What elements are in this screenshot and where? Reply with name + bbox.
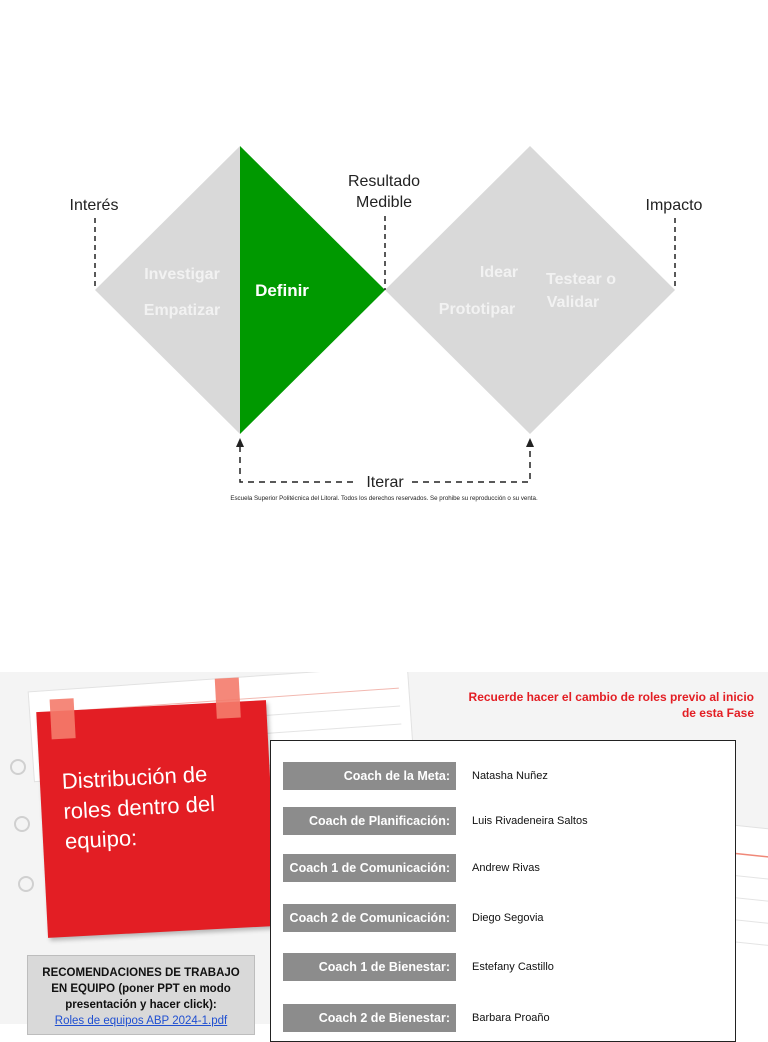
phase-validar: Validar <box>547 294 599 311</box>
roles-table: Coach de la Meta: Natasha Nuñez Coach de… <box>270 740 736 1042</box>
role-name: Andrew Rivas <box>472 862 540 874</box>
label-iterar: Iterar <box>366 474 404 491</box>
iterar-loop-left <box>239 446 358 483</box>
recommendations-line: RECOMENDACIONES DE TRABAJO <box>42 967 240 979</box>
sticky-note-title: Distribución de roles dentro del equipo: <box>61 756 265 856</box>
label-medible: Medible <box>356 194 412 211</box>
role-row: Coach 2 de Bienestar: Barbara Proaño <box>283 1004 723 1032</box>
role-label: Coach 1 de Bienestar: <box>283 953 456 981</box>
role-name: Barbara Proaño <box>472 1012 550 1024</box>
role-label: Coach 2 de Bienestar: <box>283 1004 456 1032</box>
arrow-up-icon <box>526 438 534 447</box>
ring-hole <box>18 876 34 892</box>
copyright-text: Escuela Superior Politécnica del Litoral… <box>230 495 538 502</box>
ring-hole <box>10 759 26 775</box>
recommendations-line: EN EQUIPO (poner PPT en modo <box>51 983 231 995</box>
role-name: Diego Segovia <box>472 912 544 924</box>
label-interes: Interés <box>70 197 119 214</box>
role-row: Coach 1 de Bienestar: Estefany Castillo <box>283 953 723 981</box>
phase-empatizar: Empatizar <box>144 302 220 319</box>
role-row: Coach de Planificación: Luis Rivadeneira… <box>283 807 723 835</box>
tape-left <box>49 698 76 740</box>
role-row: Coach de la Meta: Natasha Nuñez <box>283 762 723 790</box>
role-name: Estefany Castillo <box>472 961 554 973</box>
arrow-up-icon <box>236 438 244 447</box>
double-diamond-diagram: Interés Resultado Medible Impacto Iterar… <box>70 146 703 502</box>
label-resultado: Resultado <box>348 173 420 190</box>
double-diamond-slide: Interés Resultado Medible Impacto Iterar… <box>69 146 703 502</box>
role-label: Coach de Planificación: <box>283 807 456 835</box>
ring-hole <box>14 816 30 832</box>
role-name: Luis Rivadeneira Saltos <box>472 815 588 827</box>
recommendations-line: presentación y hacer click): <box>65 999 217 1011</box>
role-name: Natasha Nuñez <box>472 770 548 782</box>
recommendations-box: RECOMENDACIONES DE TRABAJO EN EQUIPO (po… <box>27 955 255 1035</box>
sticky-note: Distribución de roles dentro del equipo: <box>36 677 278 938</box>
iterar-loop-right <box>412 446 531 483</box>
role-label: Coach 1 de Comunicación: <box>283 854 456 882</box>
tape-right <box>214 677 241 719</box>
role-row: Coach 1 de Comunicación: Andrew Rivas <box>283 854 723 882</box>
phase-testear: Testear o <box>546 271 616 288</box>
recommendations-pdf-link[interactable]: Roles de equipos ABP 2024-1.pdf <box>54 1015 228 1027</box>
role-label: Coach 2 de Comunicación: <box>283 904 456 932</box>
role-label: Coach de la Meta: <box>283 762 456 790</box>
phase-investigar: Investigar <box>144 266 220 283</box>
definir-triangle <box>240 146 385 434</box>
phase-definir: Definir <box>255 281 309 300</box>
label-impacto: Impacto <box>646 197 703 214</box>
phase-prototipar: Prototipar <box>439 301 515 318</box>
second-diamond <box>385 146 675 434</box>
phase-idear: Idear <box>480 264 518 281</box>
role-row: Coach 2 de Comunicación: Diego Segovia <box>283 904 723 932</box>
reminder-text: Recuerde hacer el cambio de roles previo… <box>468 690 754 720</box>
